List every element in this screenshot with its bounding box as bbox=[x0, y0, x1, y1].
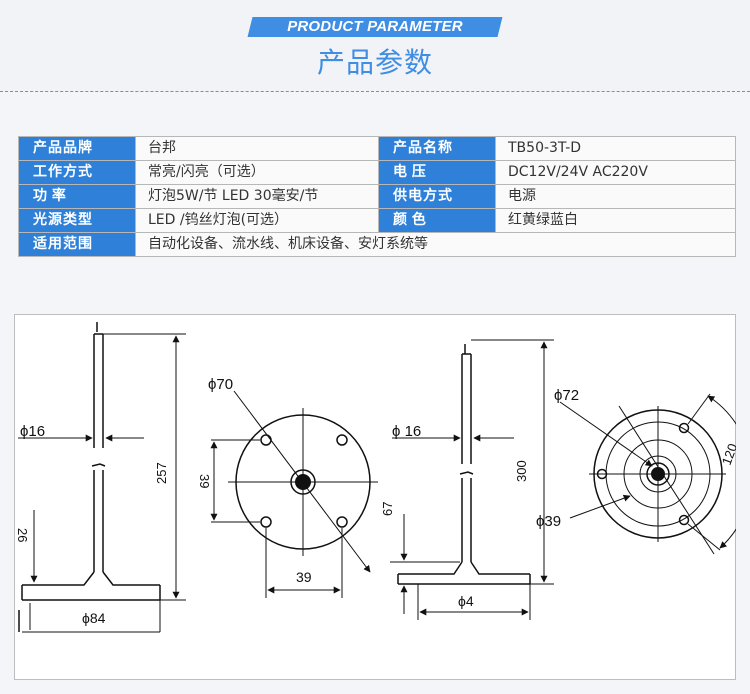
right-top-hole-diameter: ϕ39 bbox=[536, 513, 561, 530]
param-value: 常亮/闪亮（可选） bbox=[135, 160, 379, 185]
param-label: 工作方式 bbox=[18, 160, 136, 185]
left-pole-top-diameter: ϕ16 bbox=[20, 423, 45, 440]
param-label: 功 率 bbox=[33, 188, 66, 204]
right-top-view bbox=[559, 393, 736, 555]
param-value: 电源 bbox=[495, 184, 736, 209]
table-row: 光源类型 LED /钨丝灯泡(可选） 颜 色 红黄绿蓝白 bbox=[18, 208, 736, 233]
left-top-bottom-spacing: 39 bbox=[296, 569, 312, 585]
param-value: 自动化设备、流水线、机床设备、安灯系统等 bbox=[135, 232, 736, 257]
header-band bbox=[0, 0, 750, 92]
param-value: TB50-3T-D bbox=[495, 136, 736, 161]
param-label-cell: 颜 色 bbox=[378, 208, 496, 233]
param-label: 供电方式 bbox=[378, 184, 496, 209]
header-divider bbox=[0, 91, 750, 92]
right-pole-base-diameter: ϕ4 bbox=[458, 593, 474, 609]
param-label: 颜 色 bbox=[393, 212, 426, 228]
param-label: 产品品牌 bbox=[18, 136, 136, 161]
right-top-pitch-angle: 120 bbox=[719, 442, 736, 468]
table-row: 产品品牌 台邦 产品名称 TB50-3T-D bbox=[18, 136, 736, 161]
left-top-side-spacing: 39 bbox=[197, 474, 212, 488]
right-top-outer-diameter: ϕ72 bbox=[554, 387, 579, 404]
param-value: LED /钨丝灯泡(可选） bbox=[135, 208, 379, 233]
table-row: 工作方式 常亮/闪亮（可选） 电 压 DC12V/24V AC220V bbox=[18, 160, 736, 185]
parameter-table: 产品品牌 台邦 产品名称 TB50-3T-D 工作方式 常亮/闪亮（可选） 电 … bbox=[18, 136, 736, 257]
right-pole-height: 300 bbox=[514, 460, 529, 482]
param-value: 红黄绿蓝白 bbox=[495, 208, 736, 233]
param-label: 光源类型 bbox=[18, 208, 136, 233]
param-value: DC12V/24V AC220V bbox=[495, 160, 736, 185]
right-pole-side-view bbox=[390, 339, 554, 620]
table-row: 适用范围 自动化设备、流水线、机床设备、安灯系统等 bbox=[18, 232, 736, 257]
page-title: 产品参数 bbox=[316, 46, 433, 79]
param-label: 电 压 bbox=[393, 164, 426, 180]
left-pole-base-diameter: ϕ84 bbox=[82, 610, 106, 626]
left-pole-base-height: 26 bbox=[15, 528, 30, 542]
left-top-outer-diameter: ϕ70 bbox=[208, 376, 233, 393]
param-value: 台邦 bbox=[135, 136, 379, 161]
drawing-frame bbox=[14, 314, 736, 680]
param-label-cell: 电 压 bbox=[378, 160, 496, 185]
table-row: 功 率 灯泡5W/节 LED 30毫安/节 供电方式 电源 bbox=[18, 184, 736, 209]
left-pole-height: 257 bbox=[154, 462, 169, 484]
right-pole-top-diameter: ϕ 16 bbox=[392, 423, 421, 440]
param-value: 灯泡5W/节 LED 30毫安/节 bbox=[135, 184, 379, 209]
banner-text: PRODUCT PARAMETER bbox=[287, 18, 463, 35]
dimension-drawing: ϕ16 257 26 ϕ84 ϕ70 39 39 bbox=[14, 314, 736, 680]
product-parameter-banner: PRODUCT PARAMETER bbox=[247, 17, 503, 37]
param-label: 产品名称 bbox=[378, 136, 496, 161]
left-top-view bbox=[210, 390, 378, 598]
param-label-cell: 功 率 bbox=[18, 184, 136, 209]
right-pole-base-height: 67 bbox=[380, 502, 395, 516]
param-label: 适用范围 bbox=[18, 232, 136, 257]
left-pole-side-view bbox=[18, 322, 186, 633]
